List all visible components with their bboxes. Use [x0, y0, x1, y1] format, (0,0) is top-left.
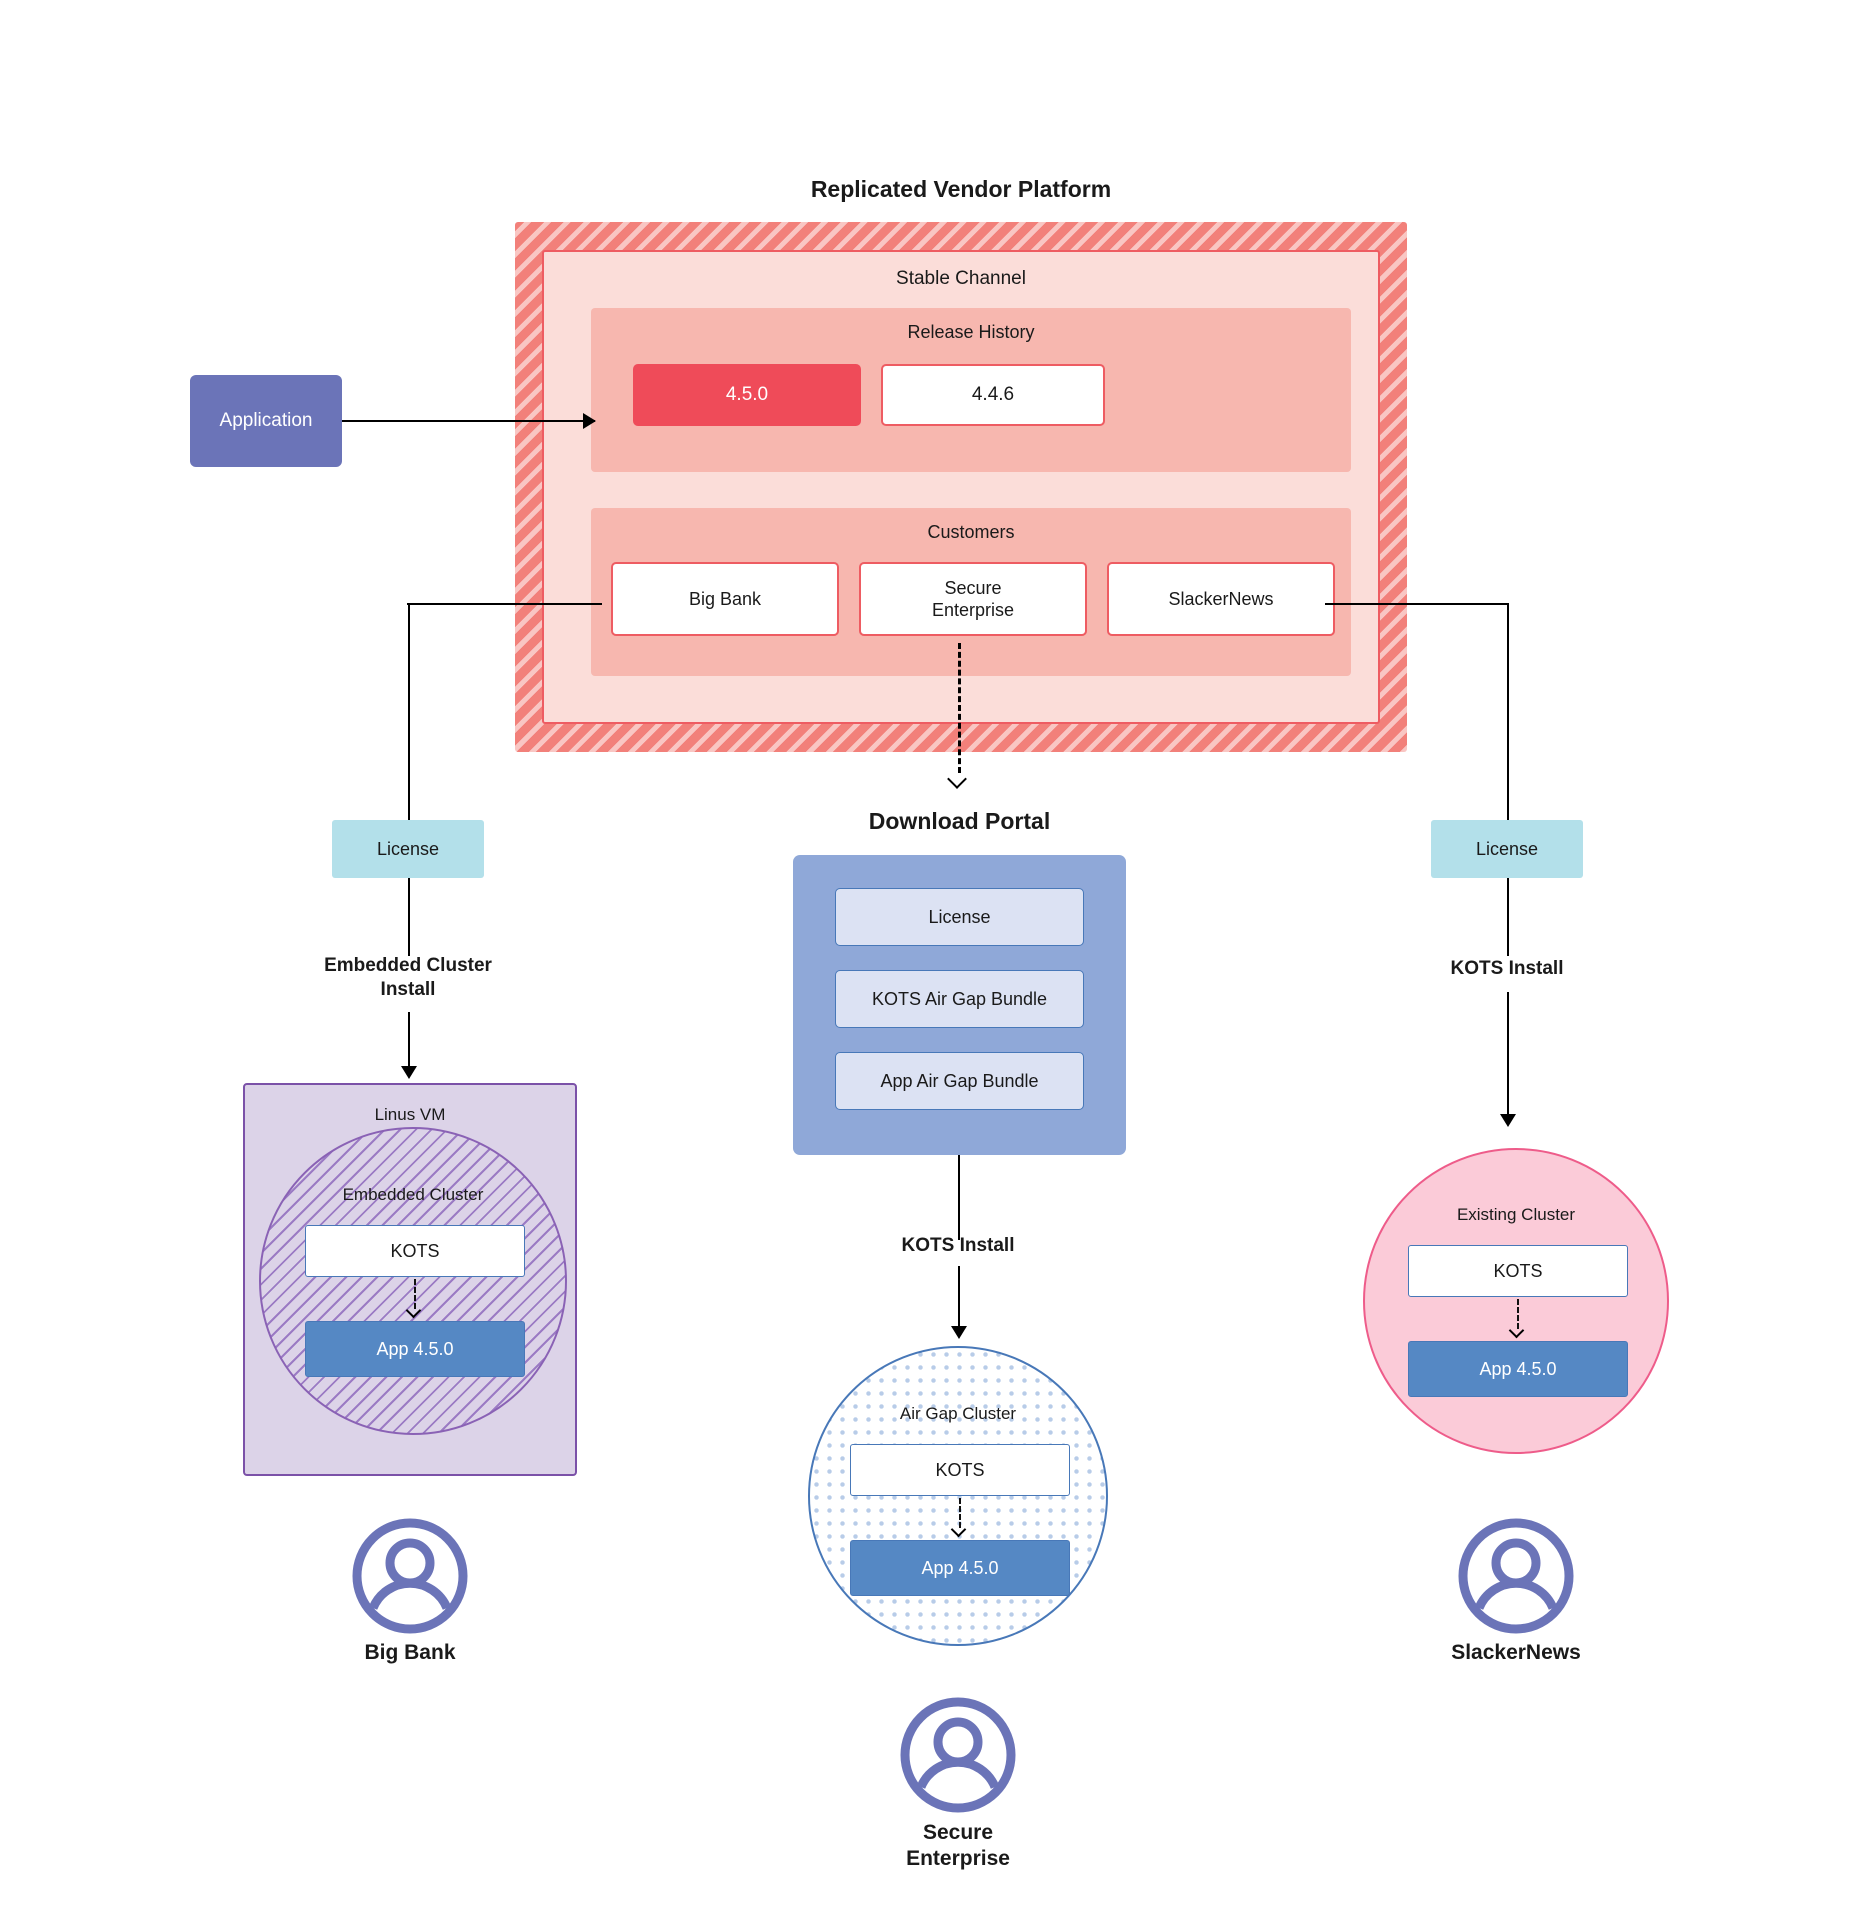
release-chip-current[interactable]: 4.5.0: [633, 364, 861, 426]
right-branch-h-connector: [1325, 603, 1509, 605]
middle-install-to-cluster-connector: [958, 1266, 960, 1328]
left-kots-to-app-connector: [414, 1279, 416, 1309]
left-install-label-text: Embedded Cluster Install: [324, 955, 492, 1000]
customer-chip-big-bank[interactable]: Big Bank: [611, 562, 839, 636]
customer-chip-secure-enterprise[interactable]: Secure Enterprise: [859, 562, 1087, 636]
avatar-slackernews: [1458, 1518, 1574, 1634]
right-kots-to-app-connector: [1517, 1299, 1519, 1329]
portal-item-license[interactable]: License: [835, 888, 1084, 946]
persona-name-big-bank: Big Bank: [364, 1641, 456, 1664]
persona-name-slackernews: SlackerNews: [1451, 1641, 1581, 1664]
right-kots-to-app-arrow-head: [1508, 1322, 1525, 1339]
customer-chip-slackernews[interactable]: SlackerNews: [1107, 562, 1335, 636]
middle-branch-dashed-connector: [958, 643, 961, 773]
right-install-to-cluster-connector: [1507, 992, 1509, 1116]
stable-channel-title: Stable Channel: [896, 268, 1026, 289]
middle-kots-to-app-arrow-head: [950, 1521, 967, 1538]
download-portal-box: License KOTS Air Gap Bundle App Air Gap …: [793, 855, 1126, 1155]
customers-title: Customers: [927, 522, 1015, 542]
app-box-right[interactable]: App 4.5.0: [1408, 1341, 1628, 1397]
app-box-middle[interactable]: App 4.5.0: [850, 1540, 1070, 1596]
release-history-panel: Release History 4.5.0 4.4.6: [591, 308, 1351, 472]
replicated-vendor-platform: Stable Channel Release History 4.5.0 4.4…: [515, 222, 1407, 752]
license-box-left[interactable]: License: [332, 820, 484, 878]
linus-vm-box: Linus VM Embedded Cluster KOTS App 4.5.0: [243, 1083, 577, 1476]
application-box[interactable]: Application: [190, 375, 342, 467]
left-install-label: Embedded Cluster Install: [258, 948, 558, 1008]
middle-kots-to-app-connector: [959, 1498, 961, 1528]
portal-item-kots-air-gap-bundle[interactable]: KOTS Air Gap Bundle: [835, 970, 1084, 1028]
existing-cluster-circle: Existing Cluster KOTS App 4.5.0: [1363, 1148, 1669, 1454]
persona-name-secure-enterprise: Secure Enterprise: [906, 1821, 1010, 1871]
stable-channel-panel: Stable Channel Release History 4.5.0 4.4…: [542, 250, 1380, 724]
existing-cluster-label: Existing Cluster: [1456, 1205, 1576, 1224]
application-arrow-head: [583, 413, 596, 429]
platform-title: Replicated Vendor Platform: [810, 175, 1112, 202]
portal-item-app-air-gap-bundle[interactable]: App Air Gap Bundle: [835, 1052, 1084, 1110]
left-install-to-vm-connector: [408, 1012, 410, 1068]
embedded-cluster-circle: Embedded Cluster KOTS App 4.5.0: [259, 1127, 567, 1435]
left-branch-v-connector: [408, 603, 410, 821]
kots-box-middle[interactable]: KOTS: [850, 1444, 1070, 1496]
release-chip-past[interactable]: 4.4.6: [881, 364, 1105, 426]
middle-install-label: KOTS Install: [901, 1235, 1015, 1257]
kots-box-left[interactable]: KOTS: [305, 1225, 525, 1277]
app-box-left[interactable]: App 4.5.0: [305, 1321, 525, 1377]
middle-portal-to-install-connector: [958, 1155, 960, 1240]
avatar-big-bank: [352, 1518, 468, 1634]
linus-vm-label: Linus VM: [374, 1105, 446, 1124]
middle-branch-arrow-head: [947, 769, 967, 789]
customers-panel: Customers Big Bank Secure Enterprise Sla…: [591, 508, 1351, 676]
embedded-cluster-label: Embedded Cluster: [342, 1185, 484, 1204]
application-to-release-connector: [342, 420, 595, 422]
left-branch-h-connector: [407, 603, 602, 605]
license-box-right[interactable]: License: [1431, 820, 1583, 878]
right-install-arrow-head: [1500, 1114, 1516, 1127]
avatar-secure-enterprise: [900, 1697, 1016, 1813]
release-history-title: Release History: [907, 322, 1035, 342]
right-install-label: KOTS Install: [1450, 958, 1564, 980]
air-gap-cluster-circle: Air Gap Cluster KOTS App 4.5.0: [808, 1346, 1108, 1646]
middle-install-arrow-head: [951, 1326, 967, 1339]
right-branch-v-connector: [1507, 603, 1509, 821]
right-license-to-install-connector: [1507, 878, 1509, 956]
download-portal-title: Download Portal: [868, 807, 1051, 834]
air-gap-cluster-label: Air Gap Cluster: [899, 1404, 1017, 1423]
left-license-to-install-connector: [408, 878, 410, 956]
kots-box-right[interactable]: KOTS: [1408, 1245, 1628, 1297]
left-kots-to-app-arrow-head: [405, 1302, 422, 1319]
left-install-arrow-head: [401, 1066, 417, 1079]
